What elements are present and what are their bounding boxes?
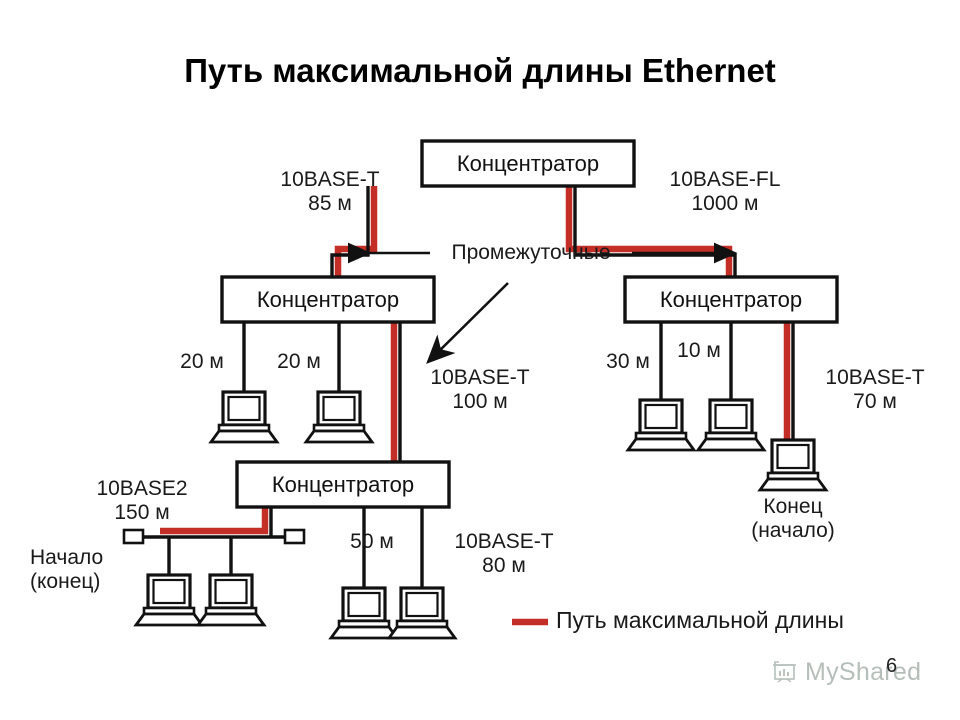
terminator-left <box>122 528 145 545</box>
label-link-left-bottom: 10BASE-T 100 м <box>430 366 530 413</box>
presentation-board-icon <box>773 660 796 683</box>
label-bottom-drop-1: 50 м <box>350 530 394 553</box>
label-link-top-right: 10BASE-FL 1000 м <box>669 168 781 215</box>
hub-bottom-box <box>235 460 451 509</box>
arrow-to-trunk <box>426 282 509 364</box>
legend-label: Путь максимальной длины <box>556 607 844 633</box>
hub-left-box <box>220 275 436 324</box>
bus-terminators <box>122 528 306 545</box>
label-left-drop-2: 20 м <box>277 350 321 373</box>
annotation-arrows <box>348 242 738 364</box>
label-bus-segment: 10BASE2 150 м <box>96 477 188 524</box>
computer-right-2 <box>696 398 766 452</box>
hub-top-box <box>420 139 636 188</box>
computer-bottom-2 <box>387 586 457 640</box>
computer-right-1 <box>626 398 696 452</box>
label-end-right: Конец (начало) <box>751 495 835 542</box>
label-link-right-end: 10BASE-T 70 м <box>825 366 925 413</box>
label-right-drop-2: 10 м <box>677 339 721 362</box>
computer-end <box>758 438 828 492</box>
watermark-text: MyShared <box>805 658 922 686</box>
page-title: Путь максимальной длины Ethernet <box>184 52 776 89</box>
watermark: MyShared <box>772 658 921 687</box>
computer-bottom-1 <box>329 586 399 640</box>
label-right-drop-1: 30 м <box>606 350 650 373</box>
network-links <box>136 186 795 588</box>
computer-left-1 <box>209 390 279 444</box>
hub-boxes <box>220 139 839 509</box>
label-link-top-left: 10BASE-T 85 м <box>280 168 380 215</box>
computer-left-2 <box>304 390 374 444</box>
computer-bus-2 <box>196 573 266 627</box>
label-left-drop-1: 20 м <box>180 350 224 373</box>
label-intermediate: Промежуточные <box>451 241 611 264</box>
label-start-left: Начало (конец) <box>30 546 104 593</box>
hub-right-box <box>623 275 839 324</box>
page-number: 6 <box>886 655 898 677</box>
max-length-path <box>160 186 791 535</box>
terminator-right <box>283 528 306 545</box>
label-link-bottom-right: 10BASE-T 80 м <box>454 530 554 577</box>
